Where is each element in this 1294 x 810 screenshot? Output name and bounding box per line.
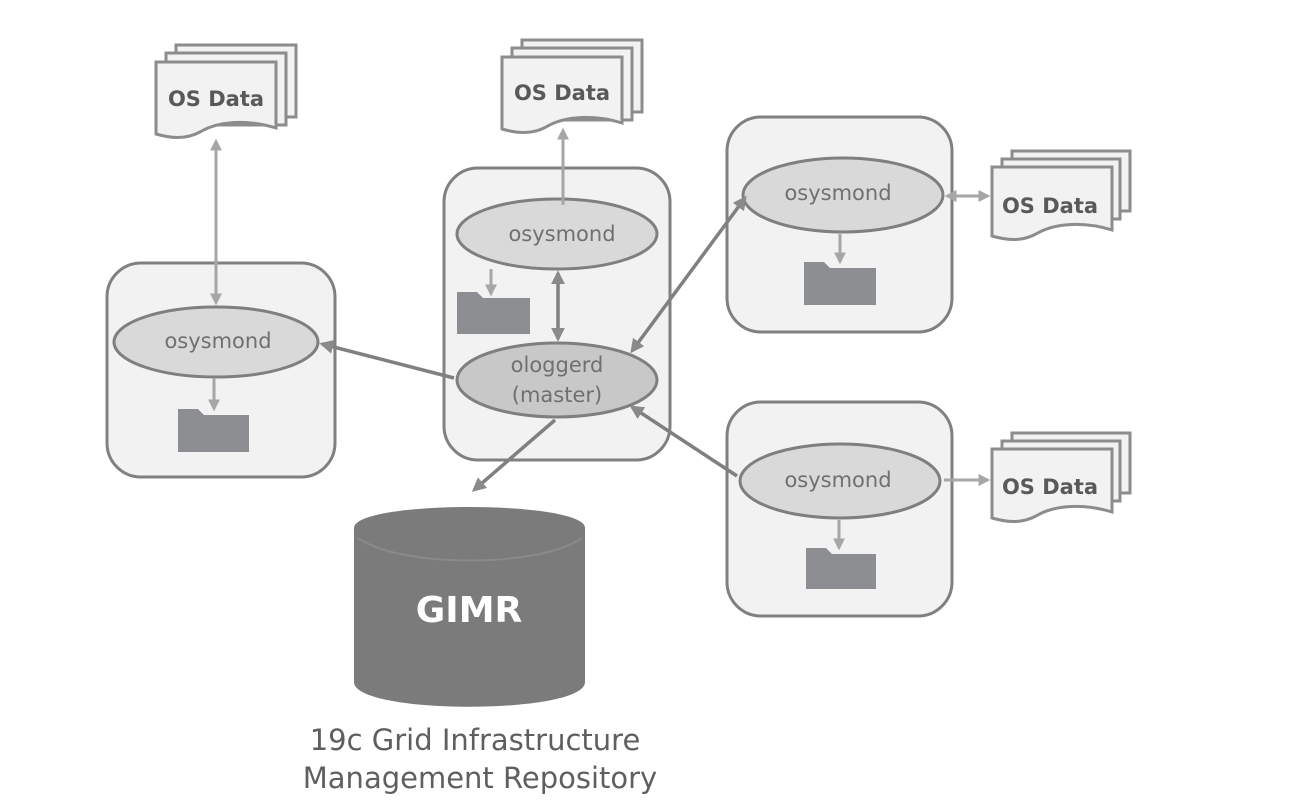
os-data-label: OS Data (168, 87, 264, 111)
os-data-top-right: OS Data (990, 149, 1132, 241)
folder-icon (806, 548, 876, 589)
folder-icon (804, 262, 876, 305)
document-stack-icon (990, 431, 1132, 523)
node-left: osysmond (105, 261, 337, 479)
os-data-left: OS Data (154, 43, 298, 139)
database-label: GIMR (416, 590, 523, 631)
os-data-label: OS Data (1002, 475, 1098, 499)
arrow-bottom-right-to-master (629, 405, 738, 478)
process-label: ologgerd (511, 353, 604, 377)
arrow-left-to-master (319, 340, 455, 380)
node-top-right: osysmond (725, 115, 954, 334)
repository-caption-line1: 19c Grid Infrastructure (310, 723, 641, 757)
process-label: osysmond (784, 181, 891, 205)
process-label: osysmond (508, 222, 615, 246)
os-data-label: OS Data (514, 81, 610, 105)
os-data-center: OS Data (500, 38, 644, 134)
database-icon (354, 507, 585, 707)
repository-caption-line2: Management Repository (303, 761, 657, 795)
os-data-label: OS Data (1002, 194, 1098, 218)
process-sublabel: (master) (512, 383, 602, 407)
ologgerd-master-process (455, 341, 659, 419)
folder-icon (178, 409, 249, 452)
document-stack-icon (154, 43, 298, 139)
arrow-top-right-to-master (630, 195, 747, 354)
os-data-bottom-right: OS Data (990, 431, 1132, 523)
osysmond-process (112, 305, 320, 379)
arrow-master-to-gimr (471, 418, 557, 492)
gimr-database: GIMR (354, 507, 585, 707)
process-label: osysmond (164, 329, 271, 353)
folder-icon (457, 292, 530, 334)
document-stack-icon (990, 149, 1132, 241)
osysmond-process (741, 156, 945, 234)
osysmond-process (738, 442, 942, 520)
node-bottom-right: osysmond (725, 400, 954, 618)
document-stack-icon (500, 38, 644, 134)
process-label: osysmond (784, 468, 891, 492)
